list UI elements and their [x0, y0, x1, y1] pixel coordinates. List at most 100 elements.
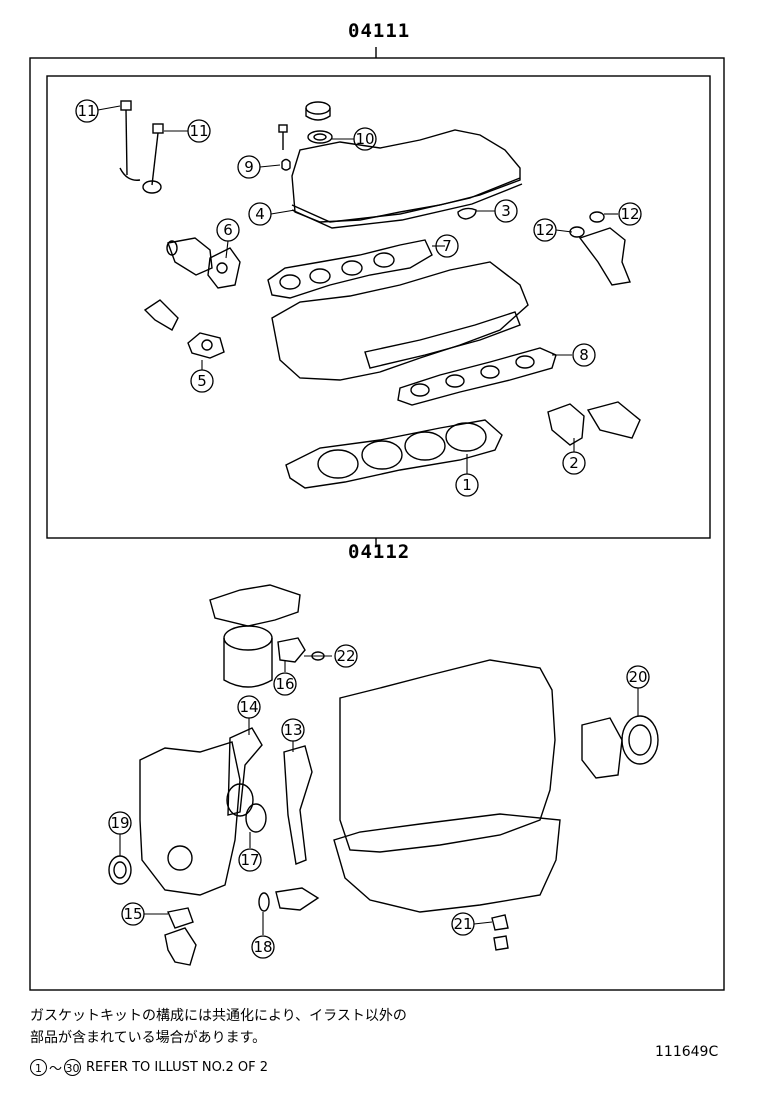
- front-oil-seal: [245, 803, 267, 833]
- note-line-1: ガスケットキットの構成には共通化により、イラスト以外の: [30, 1008, 407, 1024]
- timing-cover-seal-bore: [167, 845, 193, 871]
- callout-4: 4: [248, 202, 272, 226]
- inner-frame-04112: [46, 75, 711, 539]
- o-ring-right: [589, 211, 605, 223]
- svg-text:12: 12: [535, 221, 554, 239]
- oil-strainer-gasket: [167, 907, 194, 929]
- crankshaft-oil-seal: [108, 855, 132, 885]
- o-ring-left: [569, 226, 585, 238]
- bore-3: [404, 431, 446, 461]
- svg-text:18: 18: [253, 938, 272, 956]
- callout-11-right: 11: [187, 119, 211, 143]
- exhaust-port-3: [480, 365, 500, 379]
- group-label-04111: 04111: [348, 20, 411, 42]
- cylinder-head: [271, 261, 529, 381]
- leader-6: [225, 240, 229, 259]
- group-label-04112: 04112: [348, 541, 411, 563]
- callout-1: 1: [455, 473, 479, 497]
- leader-12a: [555, 229, 573, 233]
- refer-to-illustration: 1 ～ 30 REFER TO ILLUST NO.2 OF 2: [30, 1058, 268, 1077]
- callout-12-left: 12: [533, 218, 557, 242]
- callout-12-right: 12: [618, 202, 642, 226]
- callout-18: 18: [251, 935, 275, 959]
- exhaust-manifold-gasket: [397, 347, 557, 406]
- exhaust-port-4: [515, 355, 535, 369]
- head-cover-gasket: [291, 177, 521, 223]
- leader-11a: [97, 105, 121, 111]
- rear-seal-retainer-gasket: [581, 717, 623, 779]
- timing-cover-outer-ring: [226, 783, 254, 817]
- svg-text:6: 6: [223, 221, 233, 239]
- svg-text:19: 19: [110, 814, 129, 832]
- svg-text:9: 9: [244, 158, 254, 176]
- svg-text:3: 3: [501, 202, 511, 220]
- oil-filter-gasket: [277, 637, 306, 663]
- water-inlet-housing: [586, 401, 641, 439]
- callout-14: 14: [237, 695, 261, 719]
- svg-text:1: 1: [462, 476, 472, 494]
- callout-13: 13: [281, 718, 305, 742]
- svg-text:20: 20: [628, 668, 647, 686]
- cylinder-head-gasket: [285, 419, 503, 489]
- head-cover-gasket-edge: [291, 183, 523, 229]
- timing-cover-gasket-13: [283, 745, 313, 865]
- oil-filter-bracket: [209, 584, 301, 688]
- water-outlet-gasket: [207, 247, 241, 289]
- svg-text:8: 8: [579, 346, 589, 364]
- callout-11-left: 11: [75, 99, 99, 123]
- callout-21: 21: [451, 912, 475, 936]
- kit-composition-note: ガスケットキットの構成には共通化により、イラスト以外の 部品が含まれている場合が…: [30, 1005, 407, 1049]
- illustration-code: 111649C: [655, 1044, 719, 1060]
- crankshaft-oil-seal-inner: [113, 861, 127, 879]
- thermostat-gasket-hole: [201, 339, 213, 351]
- oil-strainer: [164, 927, 197, 966]
- oil-pan: [333, 813, 561, 913]
- bore-1: [317, 449, 359, 479]
- rear-oil-seal: [621, 715, 659, 765]
- range-end-callout: 30: [64, 1059, 82, 1076]
- svg-text:11: 11: [77, 102, 96, 120]
- leader-9: [259, 164, 281, 168]
- gasket-kit-diagram: 11 11 9 10 4 3 6 7 8 5 1 2 12 12 22 16 1…: [29, 47, 725, 991]
- bolt-seal-washer: [281, 158, 291, 171]
- water-pump-gasket-18: [258, 892, 270, 912]
- callout-17: 17: [238, 848, 262, 872]
- exhaust-valve: [142, 123, 164, 194]
- filler-cap-gasket: [307, 130, 333, 144]
- water-inlet-gasket: [547, 403, 585, 446]
- water-outlet: [166, 237, 213, 276]
- cylinder-block: [339, 659, 556, 853]
- svg-text:4: 4: [255, 205, 265, 223]
- intake-port-3: [341, 260, 363, 276]
- svg-text:7: 7: [442, 237, 452, 255]
- svg-text:2: 2: [569, 454, 579, 472]
- svg-text:15: 15: [123, 905, 142, 923]
- note-line-2: 部品が含まれている場合があります。: [30, 1030, 267, 1046]
- callout-2: 2: [562, 451, 586, 475]
- callout-5: 5: [190, 369, 214, 393]
- outer-frame-04111: [29, 57, 725, 991]
- oil-filler-cap: [305, 101, 331, 121]
- svg-text:11: 11: [189, 122, 208, 140]
- svg-text:5: 5: [197, 372, 207, 390]
- svg-text:21: 21: [453, 915, 472, 933]
- svg-text:10: 10: [355, 130, 374, 148]
- range-start-callout: 1: [30, 1059, 47, 1076]
- exhaust-port-1: [410, 383, 430, 397]
- thermostat-housing: [143, 299, 179, 331]
- bore-4: [445, 422, 487, 452]
- callout-22: 22: [334, 644, 358, 668]
- rear-oil-seal-inner: [628, 724, 652, 756]
- timing-cover-gasket-14: [227, 727, 263, 816]
- exhaust-port-2: [445, 374, 465, 388]
- svg-text:16: 16: [275, 675, 294, 693]
- intake-valve: [119, 100, 141, 181]
- svg-text:22: 22: [336, 647, 355, 665]
- callout-19: 19: [108, 811, 132, 835]
- refer-text: REFER TO ILLUST NO.2 OF 2: [86, 1060, 269, 1075]
- thermostat-gasket: [187, 332, 225, 359]
- intake-manifold-gasket: [267, 239, 433, 299]
- water-outlet-gasket-hole: [216, 262, 228, 274]
- svg-text:12: 12: [620, 205, 639, 223]
- callout-10: 10: [353, 127, 377, 151]
